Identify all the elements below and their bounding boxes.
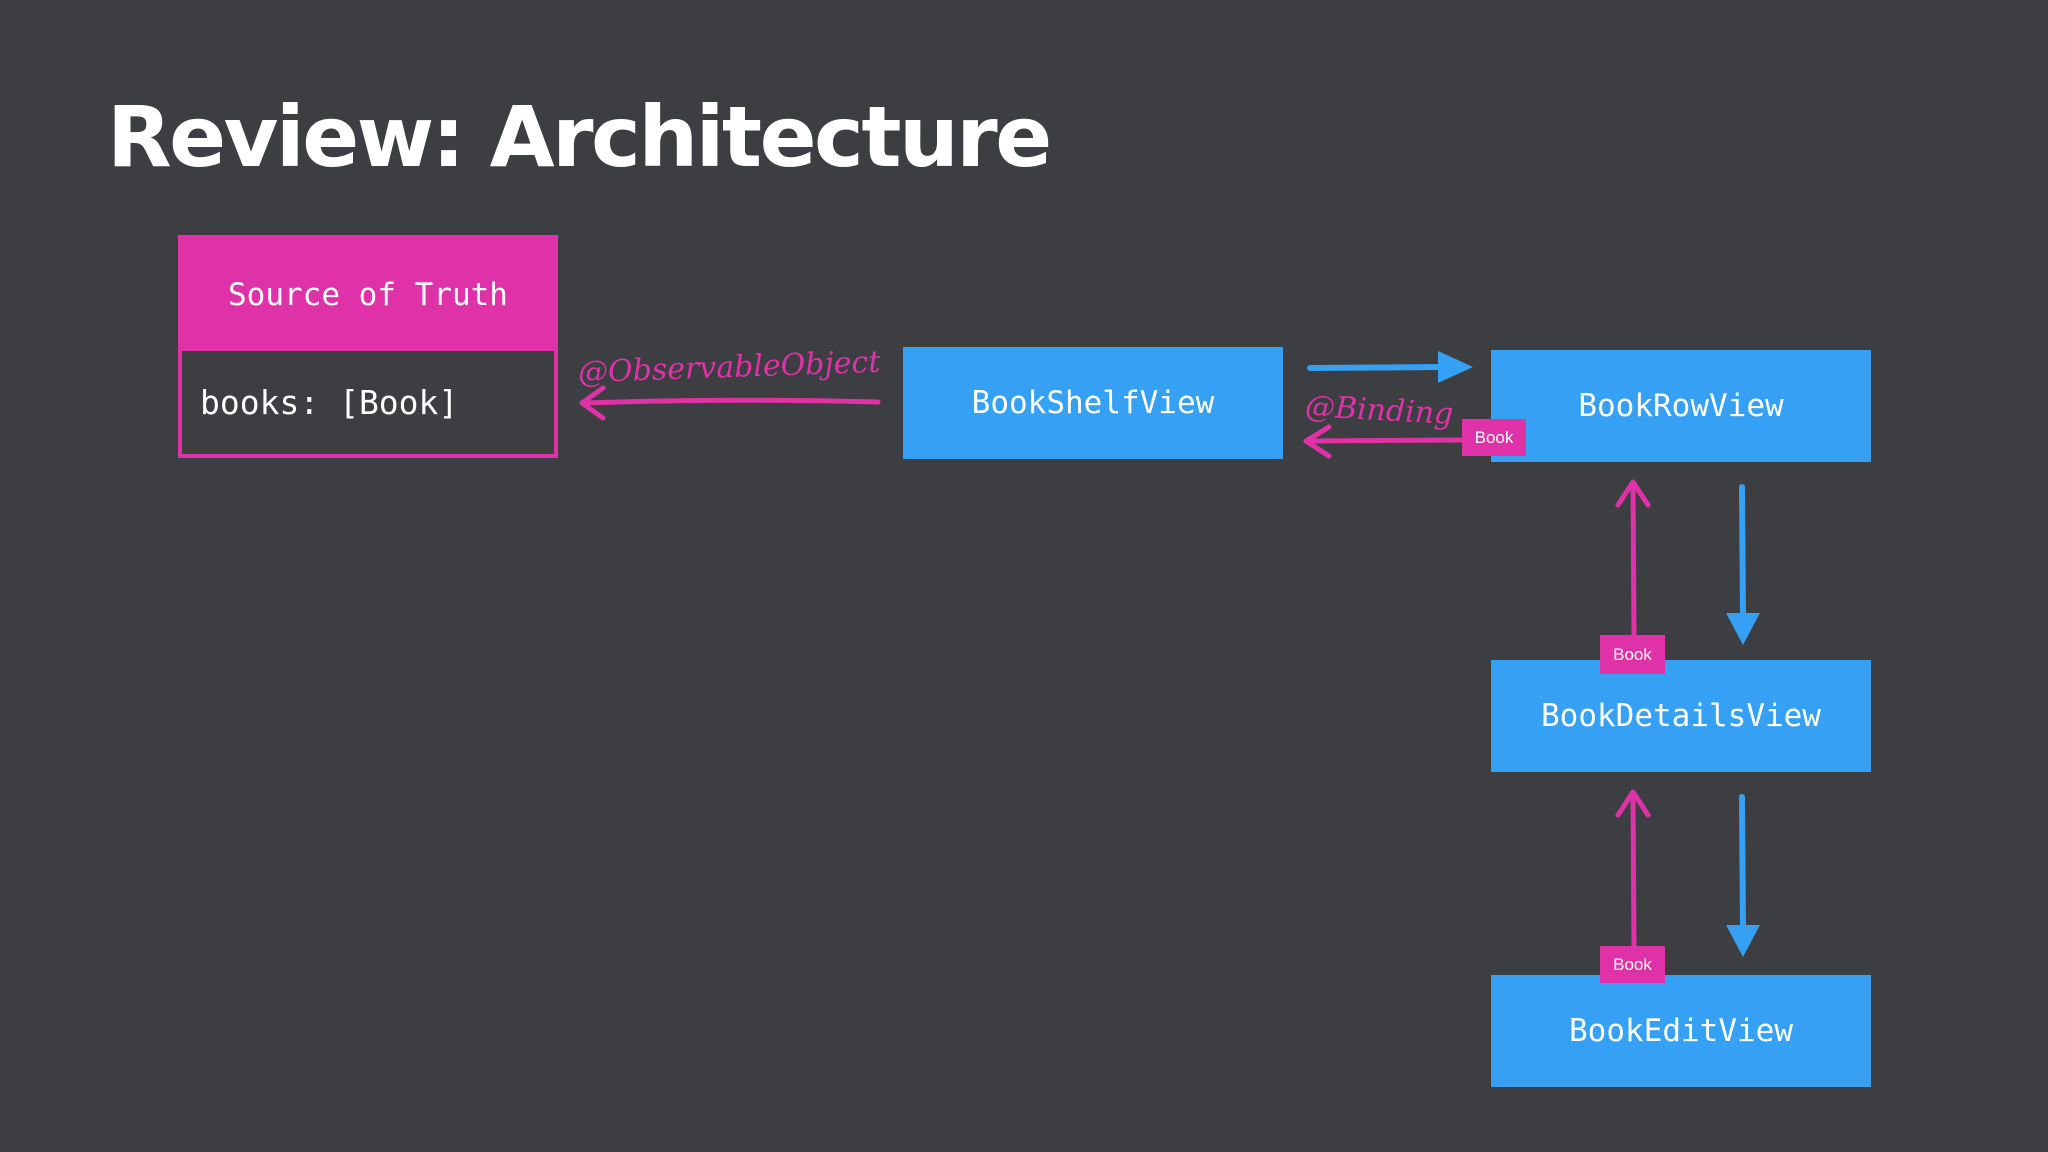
details-to-row-arrow-head (1615, 479, 1651, 508)
book-row-view-box: BookRowView (1491, 350, 1871, 462)
row-to-details-arrow-head (1726, 613, 1760, 645)
row-to-details-arrow-line (1739, 484, 1746, 618)
edit-to-details-arrow-head (1615, 789, 1651, 818)
book-details-view-box: BookDetailsView (1491, 660, 1871, 772)
details-to-edit-arrow-line (1739, 794, 1746, 931)
edit-to-details-arrow-line (1630, 792, 1637, 951)
shelf-to-row-arrow-line (1307, 364, 1443, 371)
book-shelf-view-box: BookShelfView (903, 347, 1283, 459)
observable-arrow-line (582, 397, 881, 406)
binding-arrow-head (1303, 424, 1332, 459)
book-tag-row: Book (1462, 419, 1526, 456)
source-of-truth-header: Source of Truth (182, 239, 554, 351)
details-to-row-arrow-line (1630, 482, 1637, 638)
slide-title: Review: Architecture (107, 88, 1052, 186)
binding-arrow-line (1307, 437, 1467, 444)
book-tag-edit: Book (1600, 946, 1665, 983)
source-of-truth-box: Source of Truth books: [Book] (178, 235, 558, 458)
observable-arrow-head (579, 385, 606, 421)
book-tag-details: Book (1600, 635, 1665, 674)
shelf-to-row-arrow-head (1438, 351, 1473, 383)
details-to-edit-arrow-head (1726, 925, 1760, 957)
book-edit-view-box: BookEditView (1491, 975, 1871, 1087)
source-of-truth-property: books: [Book] (200, 383, 459, 422)
